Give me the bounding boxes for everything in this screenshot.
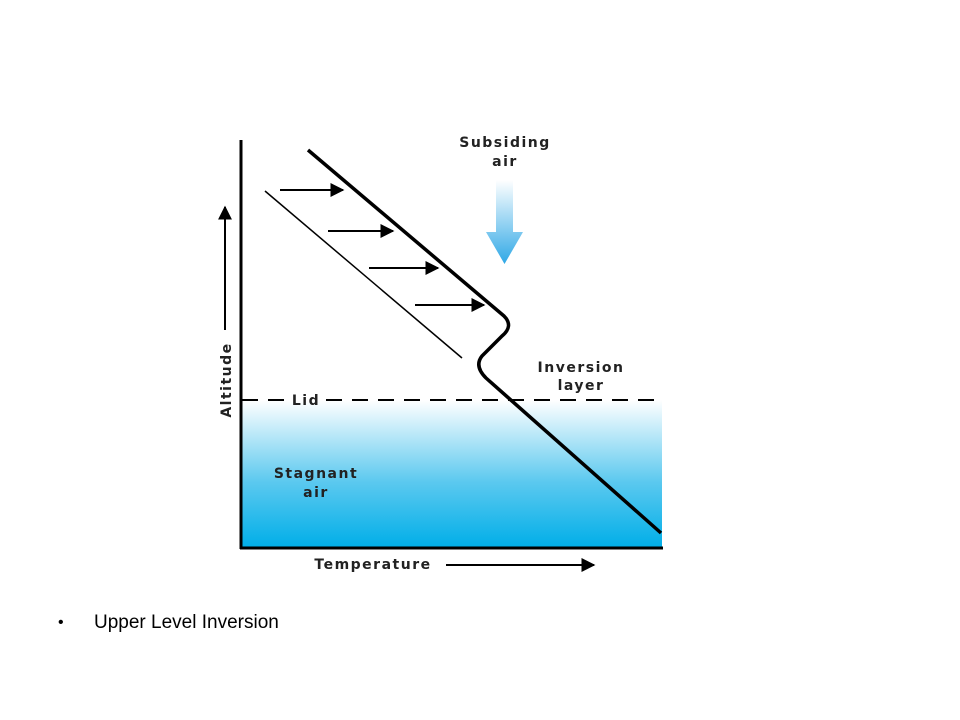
subsiding-label-line2: air <box>492 154 518 170</box>
stagnant-label-line2: air <box>303 485 329 501</box>
stagnant-label-line1: Stagnant <box>274 466 358 482</box>
temperature-axis-label: Temperature <box>314 557 431 573</box>
caption-text: Upper Level Inversion <box>94 612 279 633</box>
subsiding-label-line1: Subsiding <box>459 135 551 151</box>
altitude-axis-label: Altitude <box>219 342 235 417</box>
subsiding-air-arrow <box>486 180 523 264</box>
temperature-profile-curve <box>306 148 663 535</box>
bullet-icon: • <box>58 614 64 631</box>
lid-label: Lid <box>292 393 320 409</box>
adiabatic-line <box>264 190 463 359</box>
caption-bullet-item: • Upper Level Inversion <box>58 612 279 634</box>
inversion-label-line1: Inversion <box>538 360 625 376</box>
inversion-label-line2: layer <box>558 378 605 394</box>
